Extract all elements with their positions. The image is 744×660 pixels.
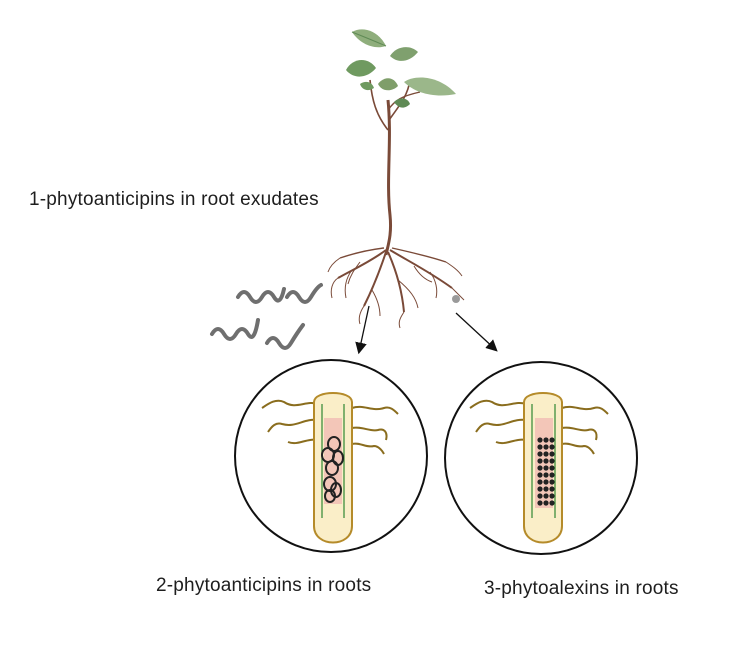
root-inset-alexins bbox=[444, 361, 638, 555]
plant-stem bbox=[384, 99, 392, 256]
microbe-2 bbox=[285, 283, 323, 304]
root-inset-anticipins bbox=[234, 359, 428, 553]
root-nodule bbox=[452, 295, 460, 303]
arrow-right bbox=[455, 312, 498, 352]
alexin-cells bbox=[537, 437, 555, 506]
anticipin-cells bbox=[321, 436, 344, 503]
plant-leaves bbox=[346, 29, 456, 108]
plant bbox=[327, 29, 465, 329]
soil-microbes bbox=[210, 283, 323, 350]
label-roots-alexins: 3-phytoalexins in roots bbox=[484, 578, 679, 599]
plant-roots bbox=[327, 247, 465, 329]
microbe-1 bbox=[236, 287, 286, 304]
root-hairs-right bbox=[469, 399, 609, 455]
label-exudates: 1-phytoanticipins in root exudates bbox=[29, 189, 319, 210]
arrow-left bbox=[355, 305, 370, 355]
label-roots-anticipins: 2-phytoanticipins in roots bbox=[156, 575, 372, 596]
microbe-3 bbox=[210, 318, 260, 341]
microbe-4 bbox=[265, 323, 305, 350]
